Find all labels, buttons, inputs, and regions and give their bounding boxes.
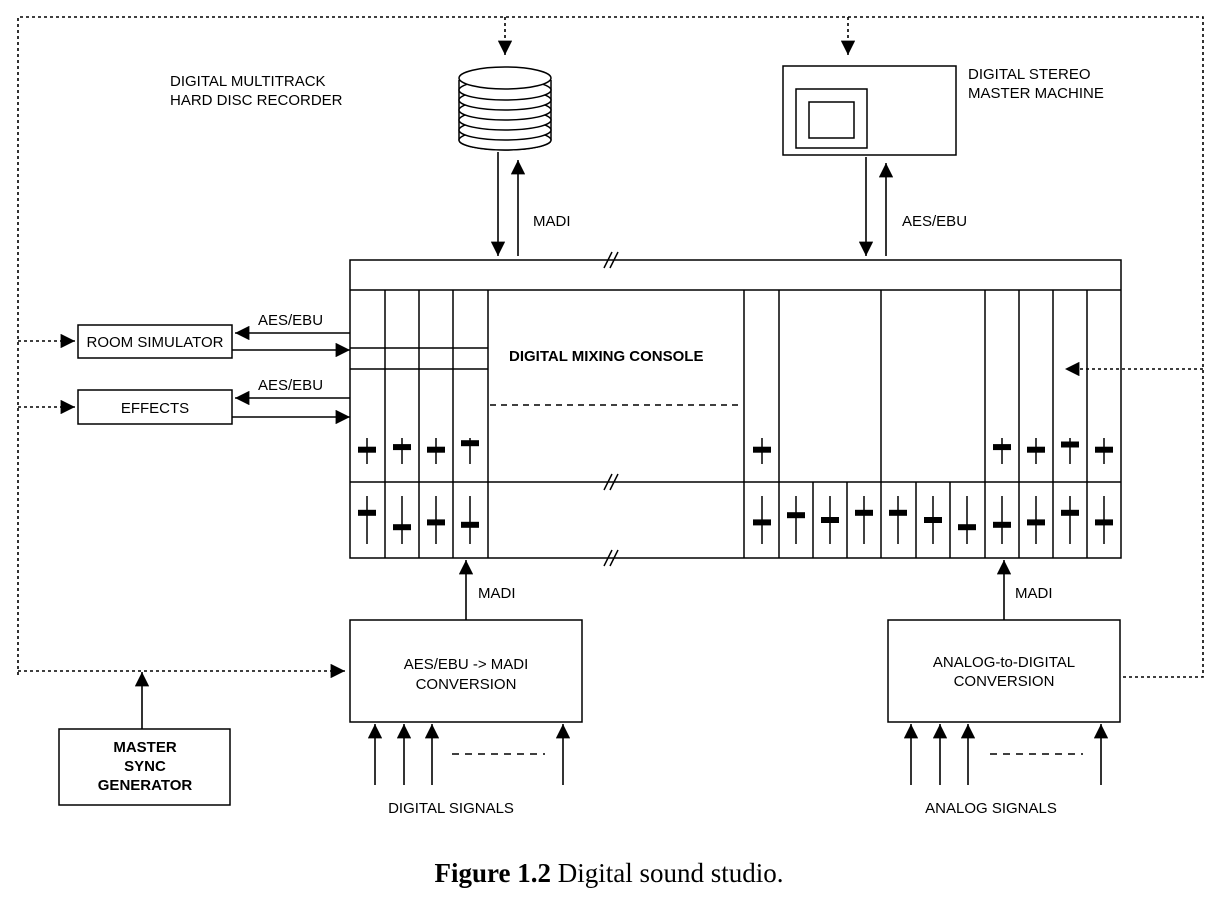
effects-label: EFFECTS	[121, 400, 189, 417]
lower-fader-8-knob	[855, 509, 873, 516]
lower-fader-15	[1095, 496, 1113, 544]
lower-fader-13	[1027, 496, 1045, 544]
lower-fader-8	[855, 496, 873, 544]
stereo-master-machine	[782, 65, 957, 156]
digital-signals-label: DIGITAL SIGNALS	[388, 800, 514, 817]
lower-fader-2	[393, 496, 411, 544]
upper-fader-4-knob	[461, 440, 479, 447]
lower-fader-11	[958, 496, 976, 544]
master-sync-generator	[58, 728, 231, 806]
lower-fader-14	[1061, 496, 1079, 544]
upper-fader-8-knob	[1061, 441, 1079, 448]
lower-fader-6	[787, 496, 805, 544]
figure-caption-text: Digital sound studio.	[550, 858, 784, 888]
upper-fader-9	[1095, 438, 1113, 464]
lower-fader-10-knob	[924, 517, 942, 523]
upper-fader-5	[753, 438, 771, 464]
conv-right-label-1: ANALOG-to-DIGITAL	[933, 654, 1075, 671]
lower-fader-3-knob	[427, 519, 445, 526]
outboard-units	[77, 324, 233, 425]
lower-fader-4	[461, 496, 479, 544]
multitrack-label-1: DIGITAL MULTITRACK	[170, 73, 326, 90]
madi-top-label: MADI	[533, 213, 571, 230]
upper-fader-2	[393, 438, 411, 464]
conv-left-label-2: CONVERSION	[416, 676, 517, 693]
lower-fader-13-knob	[1027, 519, 1045, 526]
master-label-2: MASTER MACHINE	[968, 85, 1104, 102]
lower-fader-4-knob	[461, 521, 479, 528]
lower-fader-10	[924, 496, 942, 544]
lower-fader-5-knob	[753, 519, 771, 526]
sync-label-3: GENERATOR	[98, 777, 193, 794]
figure-caption-label: Figure 1.2	[434, 858, 551, 888]
analog-signals-label: ANALOG SIGNALS	[925, 800, 1057, 817]
console-title: DIGITAL MIXING CONSOLE	[509, 348, 703, 365]
conv-left-label-1: AES/EBU -> MADI	[404, 656, 529, 673]
lower-fader-11-knob	[958, 524, 976, 531]
lower-fader-1-knob	[358, 509, 376, 516]
upper-fader-3-knob	[427, 446, 445, 453]
lower-fader-6-knob	[787, 512, 805, 519]
mixing-console	[349, 251, 1122, 567]
lower-fader-1	[358, 496, 376, 544]
figure-caption: Figure 1.2 Digital sound studio.	[0, 858, 1218, 889]
upper-fader-1	[358, 438, 376, 464]
sync-label-2: SYNC	[124, 758, 166, 775]
aesebu-room-label: AES/EBU	[258, 312, 323, 329]
upper-fader-3	[427, 438, 445, 464]
upper-fader-4	[461, 438, 479, 464]
lower-fader-7-knob	[821, 517, 839, 523]
sync-distribution-lines	[17, 16, 1204, 685]
conversion-units	[349, 619, 1121, 723]
upper-fader-9-knob	[1095, 446, 1113, 453]
lower-fader-3	[427, 496, 445, 544]
lower-fader-12	[993, 496, 1011, 544]
upper-fader-6-knob	[993, 444, 1011, 451]
master-label-1: DIGITAL STEREO	[968, 66, 1091, 83]
lower-fader-9	[889, 496, 907, 544]
lower-fader-9-knob	[889, 509, 907, 516]
lower-fader-2-knob	[393, 524, 411, 531]
lower-fader-15-knob	[1095, 519, 1113, 526]
madi-input-connections	[458, 560, 1012, 620]
upper-fader-1-knob	[358, 446, 376, 453]
upper-fader-8	[1061, 438, 1079, 464]
upper-fader-2-knob	[393, 444, 411, 451]
sync-label-1: MASTER	[113, 739, 177, 756]
upper-fader-5-knob	[753, 446, 771, 453]
upper-fader-6	[993, 438, 1011, 464]
aesebu-effects-label: AES/EBU	[258, 377, 323, 394]
sound-studio-diagram: DIGITAL MULTITRACK HARD DISC RECORDER DI…	[17, 16, 1204, 817]
room-simulator-label: ROOM SIMULATOR	[87, 334, 224, 351]
multitrack-label-2: HARD DISC RECORDER	[170, 92, 343, 109]
madi-right-label: MADI	[1015, 585, 1053, 602]
lower-fader-5	[753, 496, 771, 544]
signal-inputs	[367, 724, 1109, 785]
console-faders	[358, 438, 1113, 544]
outboard-connections	[232, 325, 350, 425]
lower-fader-14-knob	[1061, 509, 1079, 516]
hard-disc-recorder	[458, 66, 552, 151]
aesebu-top-label: AES/EBU	[902, 213, 967, 230]
lower-fader-12-knob	[993, 521, 1011, 528]
top-connections	[490, 152, 894, 256]
upper-fader-7-knob	[1027, 446, 1045, 453]
upper-fader-7	[1027, 438, 1045, 464]
lower-fader-7	[821, 496, 839, 544]
madi-left-label: MADI	[478, 585, 516, 602]
conv-right-label-2: CONVERSION	[954, 673, 1055, 690]
